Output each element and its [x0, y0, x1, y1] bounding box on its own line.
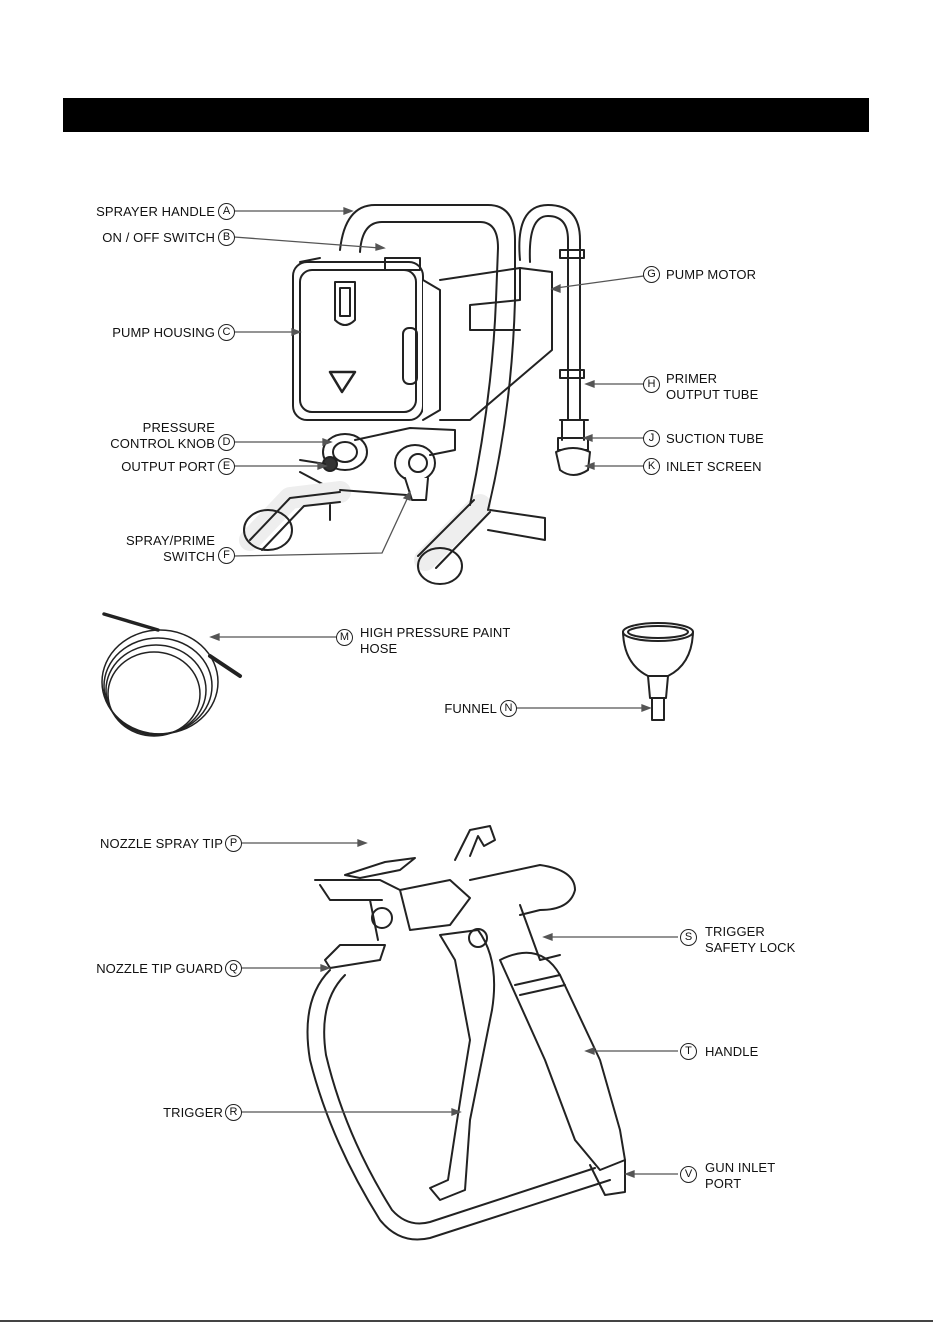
label-switch: SWITCH [163, 549, 215, 564]
badge-v: V [680, 1166, 697, 1183]
label-safety-lock: SAFETY LOCK [705, 940, 796, 955]
badge-g: G [643, 266, 660, 283]
label-high-pressure-paint: HIGH PRESSURE PAINT [360, 625, 511, 640]
badge-m: M [336, 629, 353, 646]
pressure-knob-and-valves [299, 427, 456, 501]
badge-s: S [680, 929, 697, 946]
badge-f: F [218, 547, 235, 564]
label-nozzle-tip-guard: NOZZLE TIP GUARD [96, 961, 223, 976]
label-trigger-2: TRIGGER [705, 924, 765, 939]
label-pressure: PRESSURE [142, 420, 215, 435]
label-primer: PRIMER [666, 371, 718, 386]
label-nozzle-spray-tip: NOZZLE SPRAY TIP [100, 836, 223, 851]
badge-r: R [225, 1104, 242, 1121]
label-hose: HOSE [360, 641, 398, 656]
page-bottom-rule [0, 1320, 933, 1322]
label-sprayer-handle: SPRAYER HANDLE [96, 204, 215, 219]
badge-k: K [643, 458, 660, 475]
label-output-port: OUTPUT PORT [121, 459, 215, 474]
label-pump-motor: PUMP MOTOR [666, 267, 757, 282]
pump-housing [292, 257, 553, 421]
label-output-tube: OUTPUT TUBE [666, 387, 759, 402]
badge-n: N [500, 700, 517, 717]
badge-t: T [680, 1043, 697, 1060]
badge-b: B [218, 229, 235, 246]
label-inlet-screen: INLET SCREEN [666, 459, 762, 474]
label-port: PORT [705, 1176, 742, 1191]
hose-coil [101, 612, 242, 737]
label-handle: HANDLE [705, 1044, 759, 1059]
label-pump-housing: PUMP HOUSING [112, 325, 215, 340]
badge-a: A [218, 203, 235, 220]
label-control-knob: CONTROL KNOB [110, 436, 215, 451]
badge-p: P [225, 835, 242, 852]
primer-tube [518, 204, 591, 476]
label-gun-inlet: GUN INLET [705, 1160, 776, 1175]
label-trigger: TRIGGER [163, 1105, 223, 1120]
badge-c: C [218, 324, 235, 341]
funnel [622, 622, 694, 721]
label-on-off-switch: ON / OFF SWITCH [102, 230, 215, 245]
badge-q: Q [225, 960, 242, 977]
sprayer-frame [239, 204, 546, 585]
badge-d: D [218, 434, 235, 451]
label-suction-tube: SUCTION TUBE [666, 431, 764, 446]
header-bar [63, 98, 869, 132]
badge-j: J [643, 430, 660, 447]
badge-h: H [643, 376, 660, 393]
label-funnel: FUNNEL [444, 701, 497, 716]
spray-gun [306, 825, 626, 1241]
badge-e: E [218, 458, 235, 475]
label-spray-prime: SPRAY/PRIME [126, 533, 215, 548]
